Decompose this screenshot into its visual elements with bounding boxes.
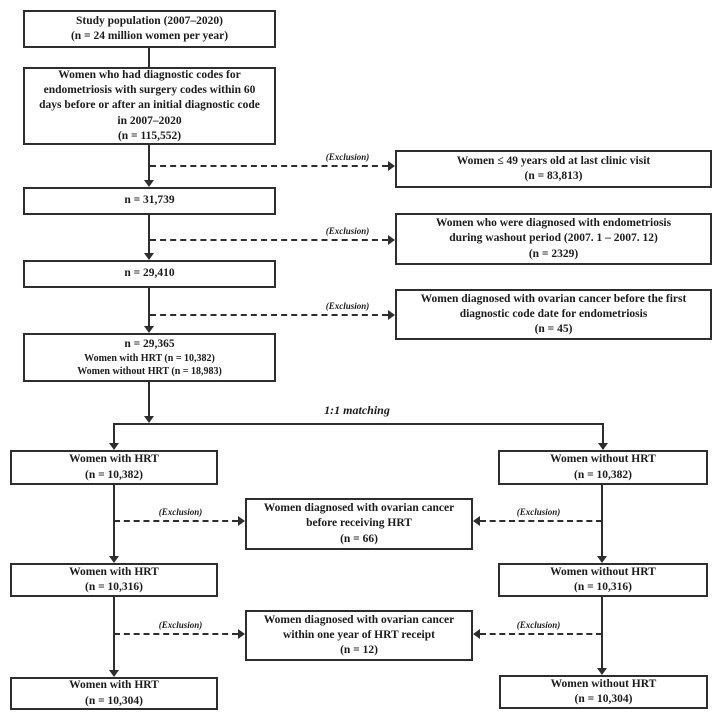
dashed-exclusion-line — [150, 314, 388, 316]
matching-label: 1:1 matching — [324, 403, 390, 417]
exclusion-label: (Exclusion) — [516, 507, 561, 517]
box-line: during washout period (2007. 1 – 2007. 1… — [449, 232, 658, 245]
box-hrt-final: Women with HRT (n = 10,304) — [10, 677, 218, 710]
arrow-right-icon — [388, 235, 395, 245]
box-line: (n = 83,813) — [524, 170, 583, 182]
box-exclusion-prior-cancer: Women diagnosed with ovarian cancer befo… — [395, 289, 712, 340]
box-hrt-matched: Women with HRT (n = 10,382) — [10, 450, 218, 485]
exclusion-label: (Exclusion) — [325, 152, 370, 162]
exclusion-label: (Exclusion) — [325, 301, 370, 311]
box-line: (n = 10,316) — [85, 581, 143, 593]
arrow-left-icon — [473, 516, 480, 526]
arrow-down-icon — [598, 443, 608, 450]
box-line: n = 29,365 — [124, 337, 175, 350]
box-exclusion-washout: Women who were diagnosed with endometrio… — [395, 213, 712, 265]
box-line: Women without HRT — [550, 453, 656, 466]
box-line: Women with HRT — [69, 565, 159, 578]
box-line: (n = 12) — [340, 644, 378, 657]
box-hrt-after-exclusion: Women with HRT (n = 10,316) — [10, 563, 218, 597]
box-no-hrt-matched: Women without HRT (n = 10,382) — [498, 450, 708, 485]
box-n-29365: n = 29,365 Women with HRT (n = 10,382) W… — [23, 333, 276, 382]
box-line: n = 31,739 — [124, 194, 175, 207]
box-line: Women with HRT — [69, 453, 159, 466]
connector-line — [602, 423, 604, 444]
dashed-exclusion-line — [114, 520, 238, 522]
box-line: Women diagnosed with ovarian cancer — [263, 502, 455, 515]
arrow-right-icon — [238, 516, 245, 526]
box-line: (n = 115,552) — [117, 129, 182, 142]
arrow-down-icon — [144, 180, 154, 187]
box-line: within one year of HRT receipt — [283, 628, 435, 641]
box-line: Women diagnosed with ovarian cancer — [263, 613, 455, 626]
dashed-exclusion-line — [150, 239, 388, 241]
box-line: (n = 10,382) — [85, 468, 143, 481]
box-line: before receiving HRT — [306, 517, 412, 530]
arrow-down-icon — [144, 416, 154, 423]
box-line: (n = 66) — [340, 532, 378, 545]
box-diagnostic-codes: Women who had diagnostic codes for endom… — [23, 67, 276, 145]
box-exclusion-cancer-before-hrt: Women diagnosed with ovarian cancer befo… — [245, 498, 473, 550]
dashed-exclusion-line — [150, 165, 388, 167]
arrow-left-icon — [473, 629, 480, 639]
box-line: (n = 2329) — [528, 247, 579, 260]
connector-line — [148, 288, 150, 328]
box-n-31739: n = 31,739 — [23, 187, 276, 215]
arrow-right-icon — [238, 629, 245, 639]
box-line: (n = 10,304) — [574, 693, 633, 705]
box-line: Women who were diagnosed with endometrio… — [435, 217, 672, 230]
box-line: Women without HRT (n = 18,983) — [77, 366, 222, 378]
arrow-down-icon — [109, 443, 119, 450]
exclusion-label: (Exclusion) — [516, 620, 561, 630]
exclusion-label: (Exclusion) — [158, 507, 203, 517]
connector-line — [601, 597, 603, 668]
box-line: n = 29,410 — [124, 267, 175, 280]
box-line: diagnostic code date for endometriosis — [459, 307, 648, 320]
box-line: (n = 24 million women per year) — [70, 30, 229, 42]
box-line: (n = 10,304) — [85, 694, 143, 707]
box-line: Women without HRT — [550, 677, 657, 690]
box-line: Study population (2007–2020) — [76, 14, 223, 27]
arrow-down-icon — [109, 556, 119, 563]
box-line: (n = 10,382) — [574, 468, 632, 481]
box-exclusion-cancer-within-year: Women diagnosed with ovarian cancer with… — [245, 610, 473, 661]
arrow-right-icon — [388, 310, 395, 320]
arrow-down-icon — [597, 668, 607, 675]
dashed-exclusion-line — [114, 633, 238, 635]
box-n-29410: n = 29,410 — [23, 260, 276, 288]
arrow-down-icon — [597, 556, 607, 563]
exclusion-label: (Exclusion) — [158, 620, 203, 630]
box-no-hrt-final: Women without HRT (n = 10,304) — [499, 675, 708, 709]
arrow-down-icon — [144, 253, 154, 260]
box-line: Women who had diagnostic codes for — [58, 68, 241, 81]
connector-line — [113, 423, 115, 444]
box-line: Women without HRT — [550, 565, 656, 578]
box-line: days before or after an initial diagnost… — [39, 99, 260, 112]
box-line: in 2007–2020 — [117, 114, 182, 127]
box-line: (n = 45) — [534, 323, 573, 336]
exclusion-label: (Exclusion) — [325, 226, 370, 236]
box-line: endometriosis with surgery codes within … — [43, 84, 256, 97]
branch-line — [113, 423, 604, 425]
arrow-right-icon — [388, 161, 395, 171]
connector-line — [601, 485, 603, 556]
arrow-down-icon — [109, 670, 119, 677]
connector-line — [148, 382, 150, 417]
dashed-exclusion-line — [480, 633, 602, 635]
box-line: (n = 10,316) — [574, 581, 632, 593]
box-exclusion-age: Women ≤ 49 years old at last clinic visi… — [395, 150, 712, 188]
box-study-population: Study population (2007–2020) (n = 24 mil… — [23, 10, 276, 48]
box-line: Women ≤ 49 years old at last clinic visi… — [456, 154, 651, 167]
connector-line — [148, 215, 150, 255]
dashed-exclusion-line — [480, 520, 602, 522]
box-line: Women diagnosed with ovarian cancer befo… — [420, 292, 687, 305]
connector-line — [148, 48, 150, 67]
connector-line — [148, 145, 150, 181]
box-line: Women with HRT (n = 10,382) — [84, 353, 215, 365]
box-line: Women with HRT — [69, 679, 159, 692]
box-no-hrt-after-exclusion: Women without HRT (n = 10,316) — [498, 563, 708, 597]
arrow-down-icon — [144, 326, 154, 333]
